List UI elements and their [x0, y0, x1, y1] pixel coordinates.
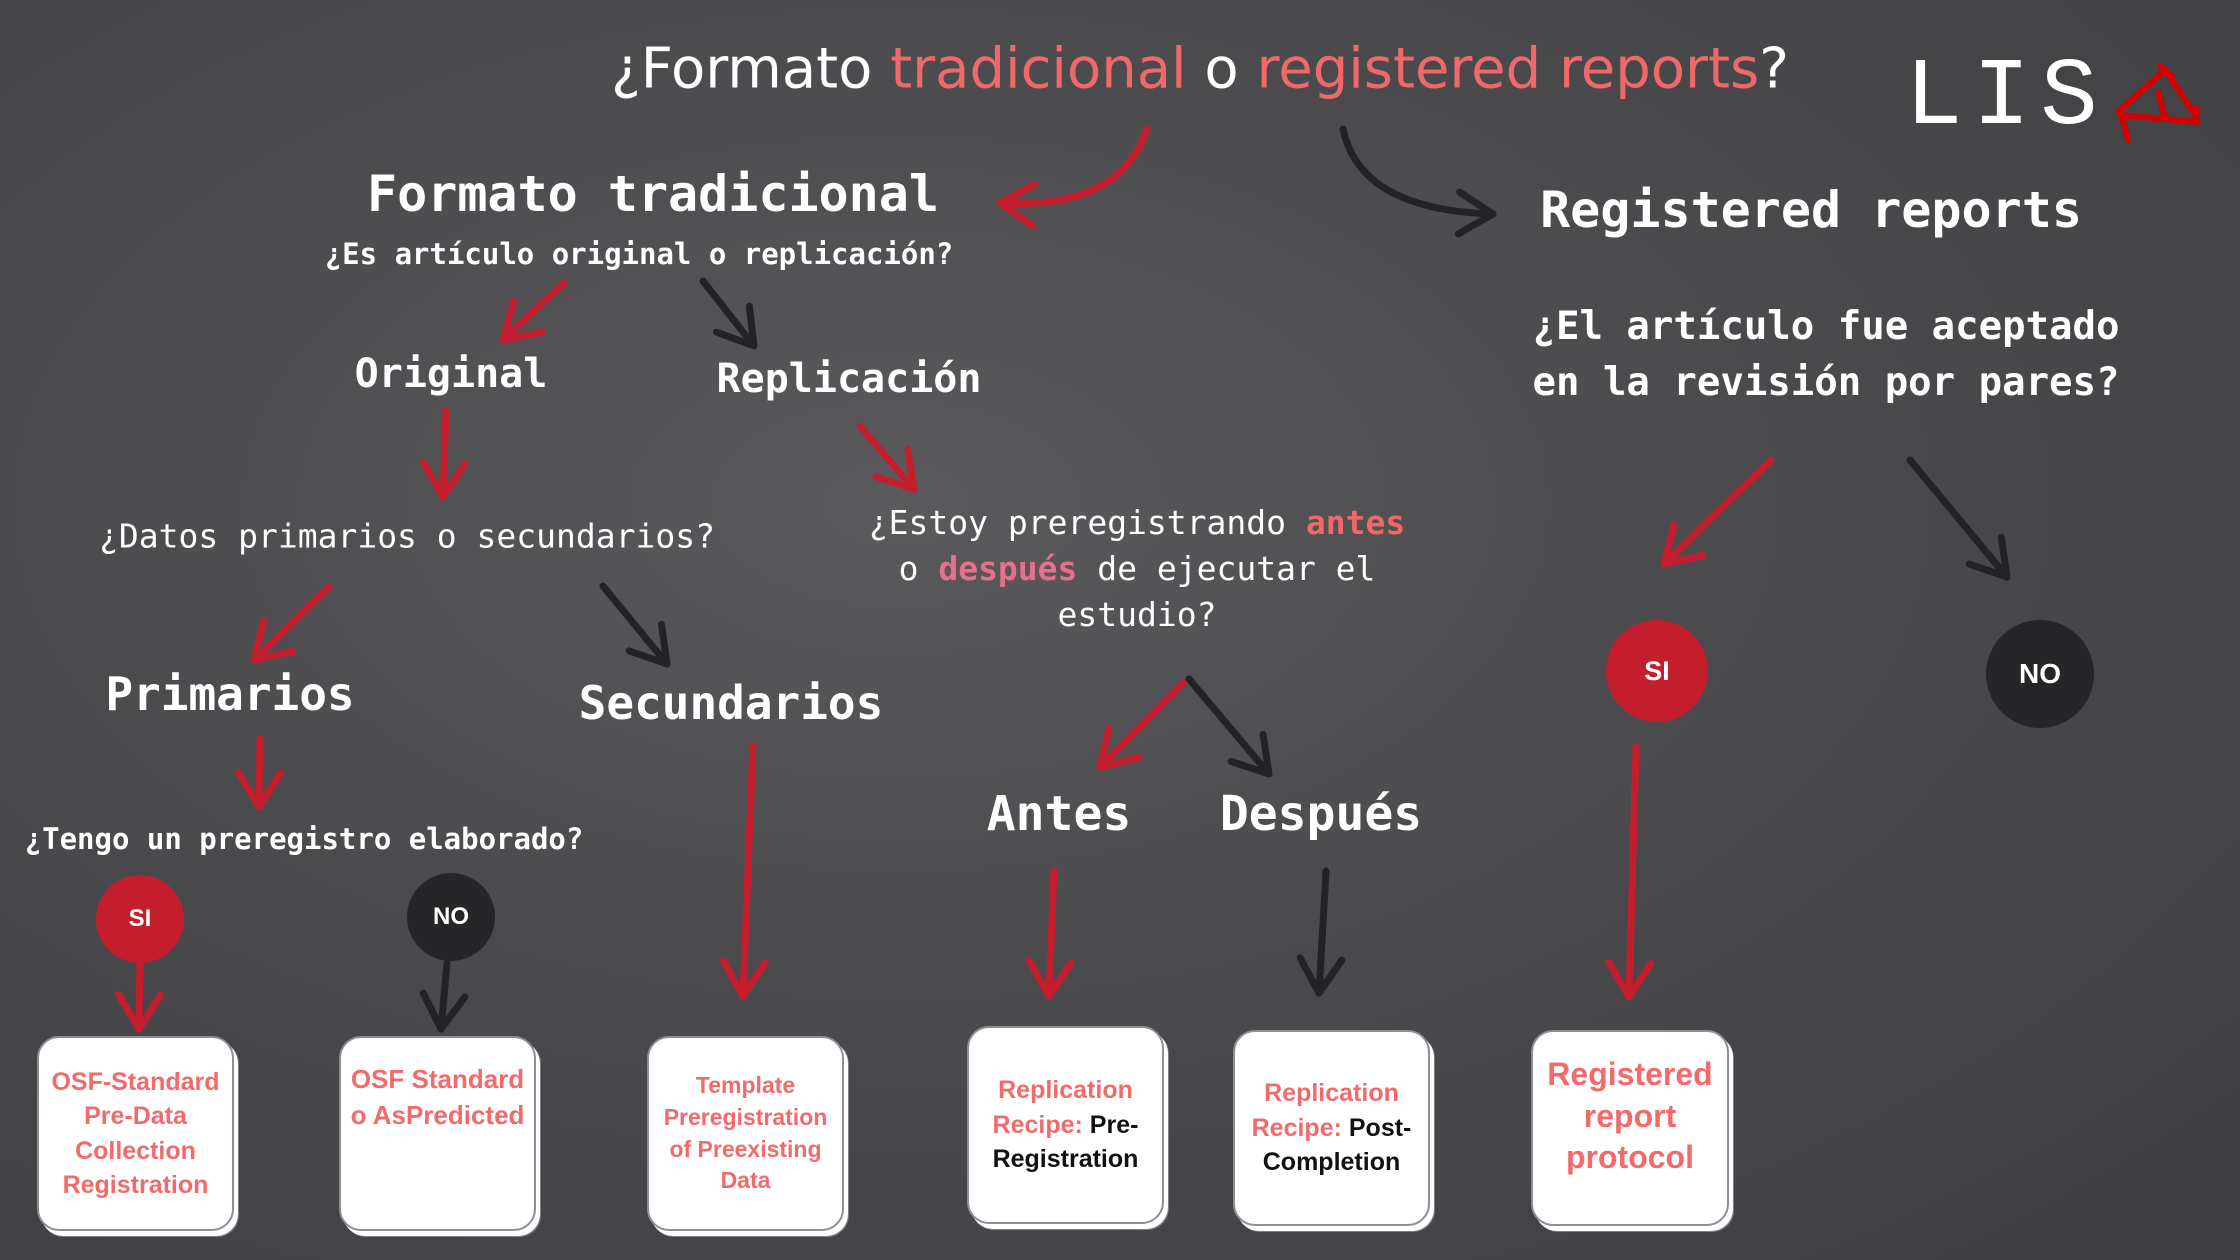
- yes-circle-preregistration: SI: [96, 875, 184, 963]
- timing-before-accent: antes: [1305, 503, 1406, 542]
- timing-to-before-arrow: [1096, 679, 1187, 771]
- peer-to-yes-arrow: [1660, 456, 1775, 568]
- title-option-registered: registered reports: [1256, 36, 1760, 102]
- template-name: Replication Recipe:: [1251, 1079, 1399, 1142]
- replication-label: Replicación: [716, 356, 982, 402]
- before-label: Antes: [986, 786, 1132, 842]
- question-to-replication-arrow: [699, 277, 758, 350]
- primary-label: Primarios: [105, 667, 355, 721]
- peer-to-no-arrow: [1906, 456, 2011, 581]
- question-to-original-arrow: [499, 279, 568, 344]
- after-to-replication-post-arrow: [1296, 867, 1346, 997]
- timing-text: o: [898, 549, 939, 588]
- article-type-question: ¿Es artículo original o replicación?: [324, 237, 954, 271]
- title-option-traditional: tradicional: [890, 36, 1187, 102]
- traditional-heading: Formato tradicional: [367, 165, 939, 223]
- replication-to-timing-arrow: [856, 422, 918, 493]
- page-title: ¿Formato tradicional o registered report…: [611, 37, 1789, 102]
- lisa-logo: LIS: [1905, 48, 2200, 148]
- data-to-primary-arrow: [250, 583, 333, 664]
- timing-line-2: o después de ejecutar el: [869, 546, 1405, 592]
- timing-line-3: estudio?: [1057, 595, 1217, 634]
- logo-text: LIS: [1905, 43, 2108, 152]
- peer-review-question: ¿El artículo fue aceptado en la revisión…: [1533, 299, 2120, 411]
- peer-review-line-1: ¿El artículo fue aceptado: [1532, 304, 2120, 349]
- template-box-replication-post[interactable]: Replication Recipe: Post-Completion: [1233, 1030, 1430, 1226]
- title-prefix: ¿Formato: [611, 36, 891, 102]
- no-label: NO: [2019, 658, 2061, 689]
- secondary-to-template-arrow: [719, 742, 769, 1000]
- template-box-osf-standard[interactable]: OSF-Standard Pre-Data Collection Registr…: [37, 1036, 234, 1231]
- template-name: Registered report protocol: [1547, 1056, 1713, 1176]
- before-to-replication-pre-arrow: [1025, 867, 1075, 1000]
- timing-text: de ejecutar el: [1077, 549, 1376, 588]
- yes-to-osf-arrow: [115, 960, 164, 1033]
- original-to-data-arrow: [419, 407, 469, 501]
- secondary-label: Secundarios: [578, 676, 884, 730]
- title-to-traditional-arrow: [996, 125, 1151, 230]
- template-name-suffix: Pre-Registration: [992, 1110, 1139, 1174]
- after-label: Después: [1219, 786, 1423, 842]
- template-name: Replication Recipe:: [992, 1076, 1133, 1139]
- title-middle: o: [1186, 36, 1257, 102]
- data-type-question: ¿Datos primarios o secundarios?: [99, 516, 715, 556]
- no-to-aspredicted-arrow: [419, 959, 469, 1033]
- no-label: NO: [433, 903, 469, 930]
- original-label: Original: [354, 351, 548, 397]
- timing-to-after-arrow: [1185, 675, 1273, 778]
- data-to-secondary-arrow: [599, 582, 671, 668]
- primary-to-prereg-arrow: [235, 735, 284, 811]
- timing-after-accent: después: [938, 549, 1078, 588]
- preregistration-question: ¿Tengo un preregistro elaborado?: [24, 822, 584, 856]
- template-box-replication-pre[interactable]: Replication Recipe: Pre-Registration: [967, 1026, 1164, 1224]
- title-to-registered-arrow: [1339, 125, 1497, 238]
- yes-label: SI: [1644, 655, 1670, 686]
- registered-heading: Registered reports: [1540, 181, 2082, 239]
- peer-review-line-2: en la revisión por pares?: [1532, 360, 2120, 405]
- title-suffix: ?: [1759, 36, 1789, 102]
- template-name: OSF Standard o AsPredicted: [350, 1064, 525, 1130]
- yes-label: SI: [128, 905, 152, 932]
- timing-line-1: ¿Estoy preregistrando antes: [869, 500, 1405, 546]
- template-name: Template Preregistration of Preexisting …: [663, 1072, 828, 1194]
- template-box-registered-report[interactable]: Registered report protocol: [1531, 1030, 1729, 1226]
- no-circle-peer-review: NO: [1986, 620, 2094, 728]
- yes-to-registered-report-arrow: [1605, 743, 1655, 1001]
- template-box-preexisting-data[interactable]: Template Preregistration of Preexisting …: [647, 1036, 844, 1231]
- timing-text: ¿Estoy preregistrando: [868, 503, 1306, 542]
- template-box-aspredicted[interactable]: OSF Standard o AsPredicted: [339, 1036, 536, 1231]
- template-name: OSF-Standard Pre-Data Collection Registr…: [51, 1067, 220, 1200]
- yes-circle-peer-review: SI: [1606, 620, 1708, 722]
- logo-a-icon: [2115, 63, 2200, 143]
- timing-question: ¿Estoy preregistrando antes o después de…: [869, 500, 1405, 638]
- no-circle-preregistration: NO: [407, 873, 495, 961]
- template-name-suffix: Post-Completion: [1262, 1113, 1412, 1177]
